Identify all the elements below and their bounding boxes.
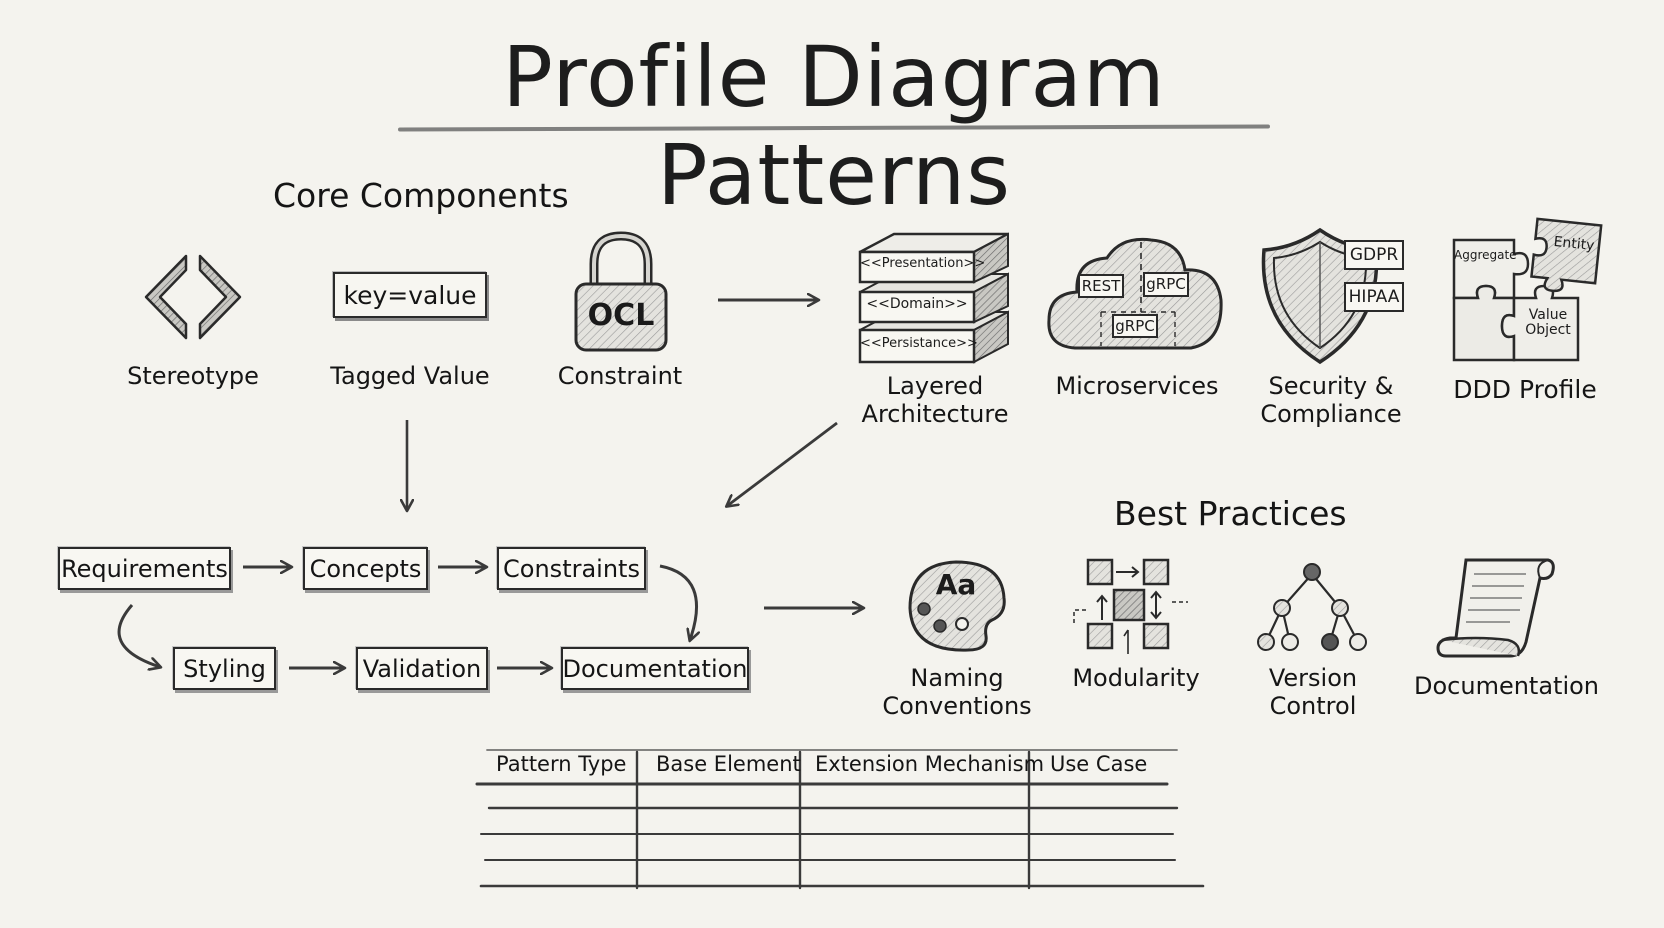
modules-icon xyxy=(1073,558,1188,654)
rest-tag: REST xyxy=(1078,274,1124,298)
microservices-item: REST gRPC gRPC xyxy=(1045,230,1225,352)
table-header-extension-mechanism: Extension Mechanism xyxy=(815,752,1045,776)
layer-domain: <<Domain>> xyxy=(866,296,968,312)
tag-box-text: key=value xyxy=(343,280,477,310)
best-practices-heading: Best Practices xyxy=(1114,494,1347,533)
version-control-item xyxy=(1256,560,1370,654)
ddd-profile-label: DDD Profile xyxy=(1453,375,1597,404)
label-line-2: Architecture xyxy=(861,400,1009,428)
stereotype-label: Stereotype xyxy=(127,362,259,390)
naming-conventions-label: Naming Conventions xyxy=(872,664,1042,720)
layered-architecture-label: Layered Architecture xyxy=(850,372,1020,428)
lock-text: OCL xyxy=(587,298,655,333)
workflow-step-validation[interactable]: Validation xyxy=(356,647,488,690)
aggregate-piece: Aggregate xyxy=(1454,248,1517,262)
layer-persistance: <<Persistance>> xyxy=(860,336,978,351)
angle-brackets-icon xyxy=(144,254,242,340)
constraint-item: OCL xyxy=(572,230,670,354)
label-line-1: Security & xyxy=(1268,372,1394,400)
naming-conventions-item: Aa xyxy=(906,558,1010,654)
tag-box-icon: key=value xyxy=(333,272,487,318)
layer-presentation: <<Presentation>> xyxy=(860,256,986,271)
ddd-profile-item: Aggregate Entity Value Object xyxy=(1448,214,1608,364)
modularity-label: Modularity xyxy=(1072,664,1200,692)
label-line-1: Layered xyxy=(886,372,984,400)
layer-stack-icon xyxy=(858,232,1009,364)
workflow-step-styling[interactable]: Styling xyxy=(173,647,276,690)
security-compliance-item: GDPR HIPAA xyxy=(1258,226,1408,366)
workflow-step-documentation[interactable]: Documentation xyxy=(561,647,749,690)
constraint-label: Constraint xyxy=(557,362,683,390)
puzzle-icon xyxy=(1452,217,1603,362)
label-line-1: Naming xyxy=(910,664,1004,692)
microservices-label: Microservices xyxy=(1055,372,1219,400)
table-header-use-case: Use Case xyxy=(1050,752,1148,776)
security-compliance-label: Security & Compliance xyxy=(1246,372,1416,428)
palette-text: Aa xyxy=(935,568,977,601)
value-text: Value xyxy=(1528,307,1568,323)
hipaa-tag: HIPAA xyxy=(1344,282,1404,312)
page-title: Profile Diagram Patterns xyxy=(502,28,1166,224)
scroll-icon xyxy=(1436,558,1555,658)
patterns-table-grid xyxy=(475,749,1205,890)
tree-icon xyxy=(1257,563,1367,651)
label-line-1: Version xyxy=(1268,664,1358,692)
stereotype-item xyxy=(142,252,246,342)
label-line-2: Conventions xyxy=(882,692,1032,720)
tagged-value-label: Tagged Value xyxy=(330,362,490,390)
cloud-icon xyxy=(1047,237,1223,350)
workflow-step-constraints[interactable]: Constraints xyxy=(497,547,646,590)
grpc-tag-secondary: gRPC xyxy=(1112,314,1158,338)
documentation-item xyxy=(1436,556,1556,660)
palette-icon xyxy=(908,560,1006,652)
table-header-base-element: Base Element xyxy=(656,752,801,776)
layered-architecture-item: <<Presentation>> <<Domain>> <<Persistanc… xyxy=(856,226,1012,364)
label-line-2: Control xyxy=(1269,692,1357,720)
workflow-step-concepts[interactable]: Concepts xyxy=(303,547,428,590)
value-object-piece: Value Object xyxy=(1520,308,1576,338)
modularity-item xyxy=(1072,558,1190,658)
arrow-diagonal-icon xyxy=(727,421,838,506)
padlock-icon xyxy=(574,231,668,352)
gdpr-tag: GDPR xyxy=(1344,240,1404,270)
version-control-label: Version Control xyxy=(1228,664,1398,720)
workflow-step-requirements[interactable]: Requirements xyxy=(58,547,231,590)
documentation-label: Documentation xyxy=(1414,672,1600,700)
table-header-pattern-type: Pattern Type xyxy=(496,752,627,776)
grpc-tag: gRPC xyxy=(1143,272,1189,297)
core-components-heading: Core Components xyxy=(273,176,569,215)
object-text: Object xyxy=(1525,322,1571,338)
label-line-2: Compliance xyxy=(1260,400,1402,428)
